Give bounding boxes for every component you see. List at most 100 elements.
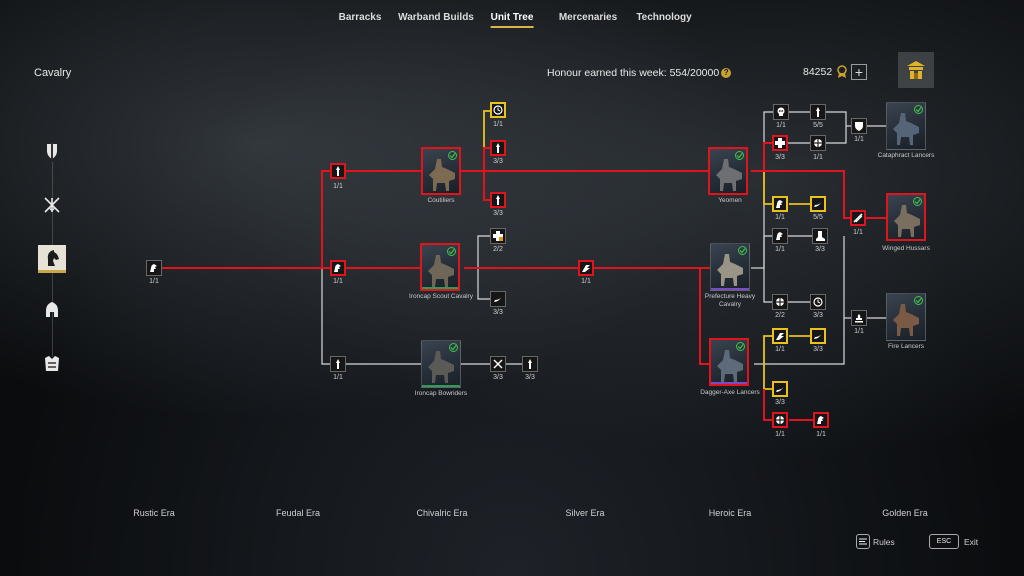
node-count: 3/3 bbox=[525, 374, 535, 381]
tree-node-heroic-slash-c[interactable] bbox=[772, 381, 788, 397]
tree-node-chivalric-lance[interactable] bbox=[522, 356, 538, 372]
sidebar-item-infantry[interactable] bbox=[42, 141, 62, 161]
tree-node-heroic-target[interactable] bbox=[810, 135, 826, 151]
unit-card-ironcap-bowriders[interactable] bbox=[421, 340, 461, 388]
tree-node-heroic-horse-c[interactable] bbox=[813, 412, 829, 428]
tree-node-golden-lance[interactable] bbox=[850, 210, 866, 226]
fire-lance-icon bbox=[855, 314, 863, 323]
unlocked-check-icon bbox=[914, 296, 923, 305]
node-count: 3/3 bbox=[813, 346, 823, 353]
category-title: Cavalry bbox=[34, 67, 72, 79]
honour-progress: Honour earned this week: 554/20000? bbox=[547, 67, 732, 79]
era-label-silver: Silver Era bbox=[565, 508, 605, 518]
tree-node-heroic-charge[interactable] bbox=[772, 328, 788, 344]
unit-card-coutiliers[interactable] bbox=[421, 147, 461, 195]
sidebar-item-ranged[interactable] bbox=[42, 300, 62, 320]
era-label-feudal: Feudal Era bbox=[275, 508, 321, 518]
rules-button[interactable] bbox=[856, 534, 870, 549]
tab-technology[interactable]: Technology bbox=[636, 12, 692, 23]
unit-card-yeomen[interactable] bbox=[708, 147, 748, 195]
add-currency-button[interactable]: + bbox=[851, 64, 867, 80]
tree-node-golden-fire[interactable] bbox=[851, 310, 867, 326]
slash-icon bbox=[814, 201, 822, 207]
tree-node-heroic-skull[interactable] bbox=[773, 104, 789, 120]
clock-icon bbox=[813, 297, 823, 307]
node-count: 3/3 bbox=[815, 246, 825, 253]
tab-barracks[interactable]: Barracks bbox=[338, 12, 382, 23]
tree-node-heroic-horse[interactable] bbox=[772, 196, 788, 212]
tree-node-heroic-target-b[interactable] bbox=[772, 294, 788, 310]
tree-node-heroic-slash-b[interactable] bbox=[810, 328, 826, 344]
cavalry-portrait-icon bbox=[428, 255, 454, 287]
tree-node-feudal-lance[interactable] bbox=[330, 356, 346, 372]
boot-icon bbox=[816, 231, 825, 241]
esc-key[interactable]: ESC bbox=[929, 534, 959, 549]
node-count: 2/2 bbox=[775, 312, 785, 319]
exit-label[interactable]: Exit bbox=[964, 537, 979, 547]
tree-node-silver-charge[interactable] bbox=[578, 260, 594, 276]
lance-icon bbox=[853, 213, 863, 223]
tree-node-heroic-health[interactable] bbox=[772, 135, 788, 151]
crossed-arrows-icon bbox=[493, 359, 503, 369]
unlocked-check-icon bbox=[736, 342, 745, 351]
unit-card-prefecture-heavy-cavalry[interactable] bbox=[710, 243, 750, 291]
medal-icon bbox=[837, 65, 847, 78]
help-icon[interactable]: ? bbox=[721, 68, 732, 79]
tree-node-golden-shield[interactable] bbox=[851, 118, 867, 134]
honour-text: Honour earned this week: 554/20000 bbox=[547, 67, 720, 79]
shop-button[interactable] bbox=[898, 52, 934, 88]
tree-node-heroic-target-c[interactable] bbox=[772, 412, 788, 428]
crosshair-icon bbox=[776, 298, 784, 306]
node-count: 3/3 bbox=[813, 312, 823, 319]
slash-icon bbox=[776, 386, 784, 392]
unit-card-ironcap-scout-cavalry[interactable] bbox=[420, 243, 460, 291]
unlocked-check-icon bbox=[447, 247, 456, 256]
rules-label[interactable]: Rules bbox=[873, 537, 895, 547]
tree-node-chivalric-slash[interactable] bbox=[490, 291, 506, 307]
tab-mercenaries[interactable]: Mercenaries bbox=[558, 12, 618, 23]
tree-node-heroic-clock[interactable] bbox=[810, 294, 826, 310]
tab-unit-tree[interactable]: Unit Tree bbox=[490, 12, 534, 28]
unit-name: Fire Lancers bbox=[887, 343, 925, 350]
cavalry-portrait-icon bbox=[429, 159, 455, 191]
unlocked-check-icon bbox=[448, 151, 457, 160]
charge-horse-icon bbox=[776, 200, 783, 208]
tree-node-heroic-horse-b[interactable] bbox=[772, 228, 788, 244]
unit-card-fire-lancers[interactable] bbox=[886, 293, 926, 341]
tree-node-chivalric-spear-b[interactable] bbox=[490, 192, 506, 208]
sidebar-item-polearm[interactable] bbox=[42, 195, 62, 215]
tree-node-chivalric-clock[interactable] bbox=[490, 102, 506, 118]
crossed-spears-icon bbox=[44, 197, 60, 213]
spear-icon bbox=[496, 143, 500, 153]
node-count: 3/3 bbox=[493, 210, 503, 217]
tree-node-chivalric-health[interactable] bbox=[490, 228, 506, 244]
unit-card-dagger-axe-lancers[interactable] bbox=[709, 338, 749, 386]
tree-node-feudal-horse[interactable] bbox=[330, 260, 346, 276]
unlocked-check-icon bbox=[914, 105, 923, 114]
sidebar-item-heavy[interactable] bbox=[42, 354, 62, 374]
unit-card-cataphract-lancers[interactable] bbox=[886, 102, 926, 150]
charge-icon bbox=[776, 333, 784, 340]
health-plus-icon bbox=[493, 231, 503, 241]
tree-node-chivalric-cross[interactable] bbox=[490, 356, 506, 372]
cavalry-portrait-icon bbox=[893, 113, 919, 145]
tree-node-feudal-spear[interactable] bbox=[330, 163, 346, 179]
node-count: 2/2 bbox=[493, 246, 503, 253]
unit-card-winged-hussars[interactable] bbox=[886, 193, 926, 241]
spear-icon bbox=[496, 195, 500, 205]
era-label-chivalric: Chivalric Era bbox=[416, 508, 468, 518]
skull-icon bbox=[777, 107, 785, 116]
tree-node-heroic-spear[interactable] bbox=[810, 104, 826, 120]
tree-node-rustic-horse[interactable] bbox=[146, 260, 162, 276]
cavalry-portrait-icon bbox=[893, 304, 919, 336]
node-count: 1/1 bbox=[581, 278, 591, 285]
tab-warband-builds[interactable]: Warband Builds bbox=[398, 12, 474, 23]
crosshair-icon bbox=[814, 139, 822, 147]
tree-node-heroic-boot[interactable] bbox=[812, 228, 828, 244]
clock-icon bbox=[493, 105, 503, 115]
tree-node-heroic-slash[interactable] bbox=[810, 196, 826, 212]
cavalry-portrait-icon bbox=[428, 351, 454, 383]
tree-node-chivalric-spear-a[interactable] bbox=[490, 140, 506, 156]
sidebar-item-cavalry[interactable] bbox=[38, 245, 66, 273]
